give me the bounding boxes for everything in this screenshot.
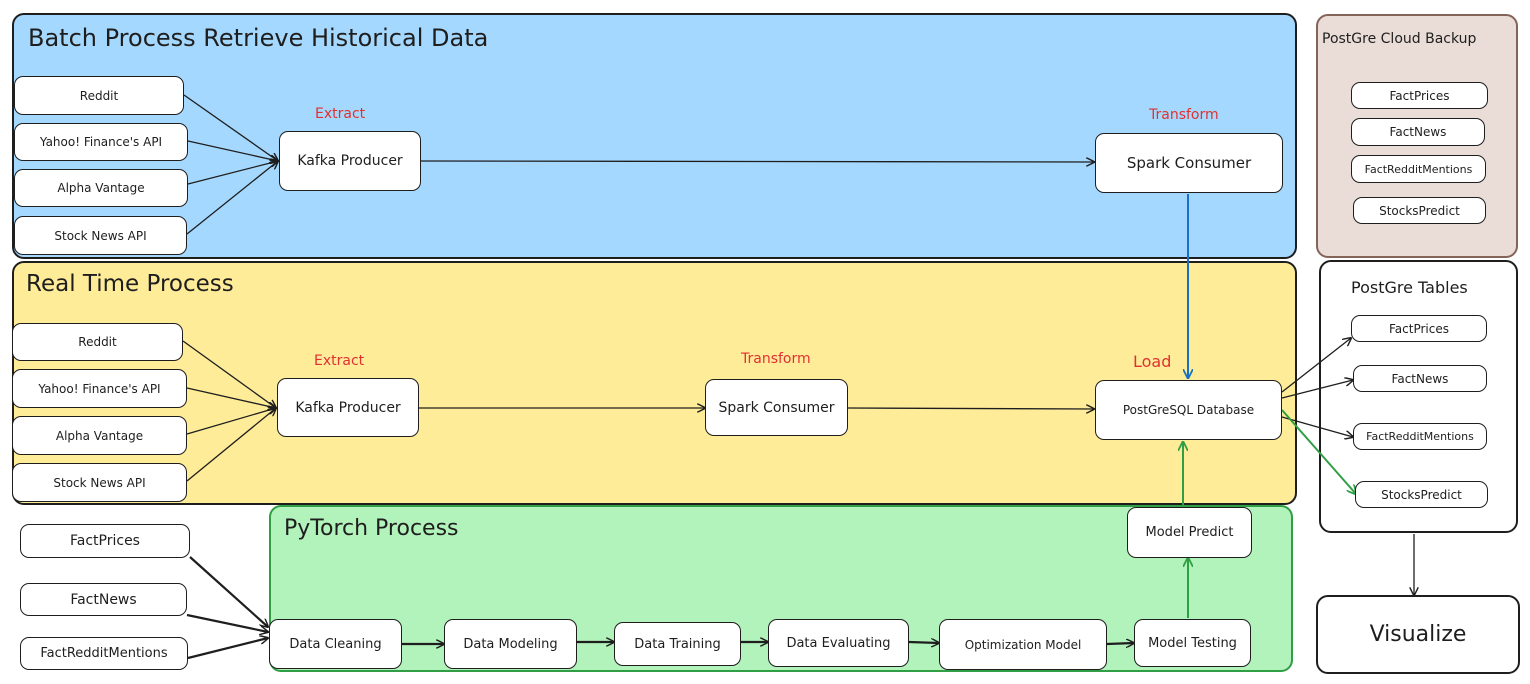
backup-table-factnews: FactNews: [1351, 118, 1485, 146]
postgre-tables-title: PostGre Tables: [1351, 278, 1468, 297]
realtime-process-title: Real Time Process: [26, 271, 234, 297]
pytorch-input-factnews: FactNews: [20, 583, 187, 616]
pytorch-input-factredditmentions: FactRedditMentions: [20, 637, 188, 670]
arrow-db-factnews: [1281, 380, 1353, 399]
realtime-process-region: [12, 261, 1297, 505]
rt-source-yahoo-finance: Yahoo! Finance's API: [12, 369, 187, 408]
step-data-cleaning: Data Cleaning: [269, 619, 402, 669]
arrow-input-factprices: [189, 556, 268, 627]
rt-source-stock-news: Stock News API: [12, 463, 187, 502]
batch-kafka-producer: Kafka Producer: [279, 131, 421, 191]
step-data-modeling: Data Modeling: [444, 619, 577, 669]
arrow-batch-reddit: [183, 94, 278, 161]
arrow-rt-reddit: [182, 340, 276, 408]
arrow-batch-alpha: [187, 161, 278, 185]
step-data-evaluating: Data Evaluating: [768, 619, 909, 667]
arrow-input-factreddit: [187, 638, 268, 660]
pg-table-stockspredict: StocksPredict: [1355, 481, 1488, 508]
rt-load-label: Load: [1133, 352, 1172, 371]
arrow-rt-stocknews: [186, 408, 276, 482]
step-data-training: Data Training: [614, 622, 741, 666]
arrow-db-factprices: [1281, 338, 1351, 393]
postgresql-database: PostGreSQL Database: [1095, 380, 1282, 440]
pg-table-factnews: FactNews: [1353, 365, 1487, 392]
backup-table-stockspredict: StocksPredict: [1353, 197, 1486, 224]
arrow-batch-kafka-spark: [420, 161, 1094, 162]
batch-spark-consumer: Spark Consumer: [1095, 133, 1283, 193]
backup-table-factprices: FactPrices: [1351, 82, 1488, 109]
arrow-evaluating-optimization: [908, 642, 939, 643]
arrow-db-factreddit: [1281, 416, 1353, 437]
rt-kafka-producer: Kafka Producer: [277, 378, 419, 437]
rt-extract-label: Extract: [314, 353, 365, 369]
batch-source-yahoo-finance: Yahoo! Finance's API: [14, 123, 188, 161]
pg-table-factredditmentions: FactRedditMentions: [1353, 423, 1487, 450]
rt-transform-label: Transform: [741, 351, 811, 367]
batch-source-reddit: Reddit: [14, 76, 184, 115]
batch-source-alpha-vantage: Alpha Vantage: [14, 169, 188, 207]
arrow-db-stockspredict: [1281, 409, 1356, 494]
arrow-optimization-testing: [1106, 643, 1134, 644]
model-predict-node: Model Predict: [1127, 507, 1252, 558]
pytorch-input-factprices: FactPrices: [20, 524, 190, 558]
pg-table-factprices: FactPrices: [1351, 315, 1487, 342]
cloud-backup-title: PostGre Cloud Backup: [1322, 31, 1477, 47]
visualize-node: Visualize: [1316, 595, 1520, 674]
rt-source-reddit: Reddit: [12, 323, 183, 361]
pytorch-process-title: PyTorch Process: [284, 516, 459, 541]
rt-source-alpha-vantage: Alpha Vantage: [12, 416, 187, 455]
batch-extract-label: Extract: [315, 106, 366, 122]
step-model-testing: Model Testing: [1134, 619, 1251, 667]
batch-transform-label: Transform: [1149, 107, 1219, 123]
arrow-rt-yahoo: [186, 387, 276, 408]
rt-spark-consumer: Spark Consumer: [705, 379, 848, 436]
batch-source-stock-news: Stock News API: [14, 216, 187, 255]
backup-table-factredditmentions: FactRedditMentions: [1351, 155, 1486, 183]
arrow-batch-stocknews: [186, 161, 278, 235]
arrow-input-factnews: [186, 613, 268, 632]
batch-process-title: Batch Process Retrieve Historical Data: [28, 24, 489, 52]
arrow-rt-spark-db: [847, 408, 1094, 409]
arrow-batch-yahoo: [187, 140, 278, 161]
batch-process-region: [12, 13, 1297, 259]
step-optimization-model: Optimization Model: [939, 619, 1107, 670]
arrow-rt-alpha: [186, 408, 276, 435]
